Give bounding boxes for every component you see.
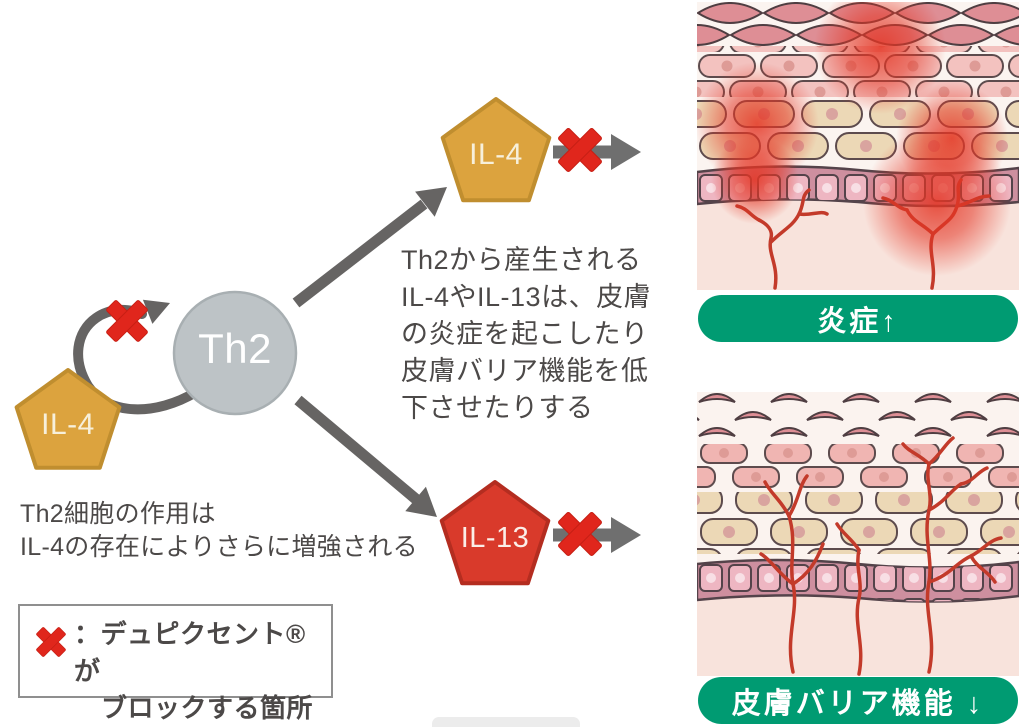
schematic-canvas xyxy=(14,97,641,586)
legend-box: ：デュピクセント®が ブロックする箇所 xyxy=(18,604,333,723)
il4-top-pentagon xyxy=(440,97,552,203)
text-line: 皮膚バリア機能を低 xyxy=(401,356,649,386)
text-line: IL-4やIL-13は、皮膚 xyxy=(401,282,652,312)
spinous-layer xyxy=(697,492,1019,554)
legend-line2: ブロックする箇所 xyxy=(101,693,314,723)
il4-left-pentagon xyxy=(14,368,122,470)
inflamed-skin-art xyxy=(697,2,1019,290)
cropped-bottom-element xyxy=(432,717,580,727)
text-line: 下させたりする xyxy=(401,393,594,423)
legend-text: ：デュピクセント®が ブロックする箇所 xyxy=(74,616,331,727)
barrier-skin-art xyxy=(697,392,1019,676)
damaged-stratum-corneum-layer xyxy=(697,392,1019,442)
th2-cell-circle xyxy=(172,290,298,416)
text-line: Th2細胞の作用は xyxy=(20,500,216,528)
penetrating-blood-vessels xyxy=(759,436,1003,676)
inflamed-skin-illustration xyxy=(697,2,1019,290)
th2-to-il4-arrow xyxy=(292,187,447,308)
il13-pentagon xyxy=(439,480,551,586)
granular-layer xyxy=(697,444,1019,490)
text-line: Th2から産生される xyxy=(401,245,642,275)
amplification-text: Th2細胞の作用は IL-4の存在によりさらに増強される xyxy=(20,498,418,564)
center-explanation-text: Th2から産生される IL-4やIL-13は、皮膚 の炎症を起こしたり 皮膚バリ… xyxy=(401,242,651,427)
text-line: の炎症を起こしたり xyxy=(401,319,649,349)
th2-to-il13-arrow xyxy=(294,395,437,517)
barrier-function-badge: 皮膚バリア機能 ↓ xyxy=(698,677,1018,724)
block-x-icon xyxy=(36,627,66,657)
barrier-skin-illustration xyxy=(697,392,1019,676)
text-line: IL-4の存在によりさらに増強される xyxy=(20,533,418,561)
legend-line1: ：デュピクセント®が xyxy=(74,619,306,686)
inflammation-spots xyxy=(697,2,1011,276)
inflammation-badge: 炎症↑ xyxy=(698,295,1018,342)
